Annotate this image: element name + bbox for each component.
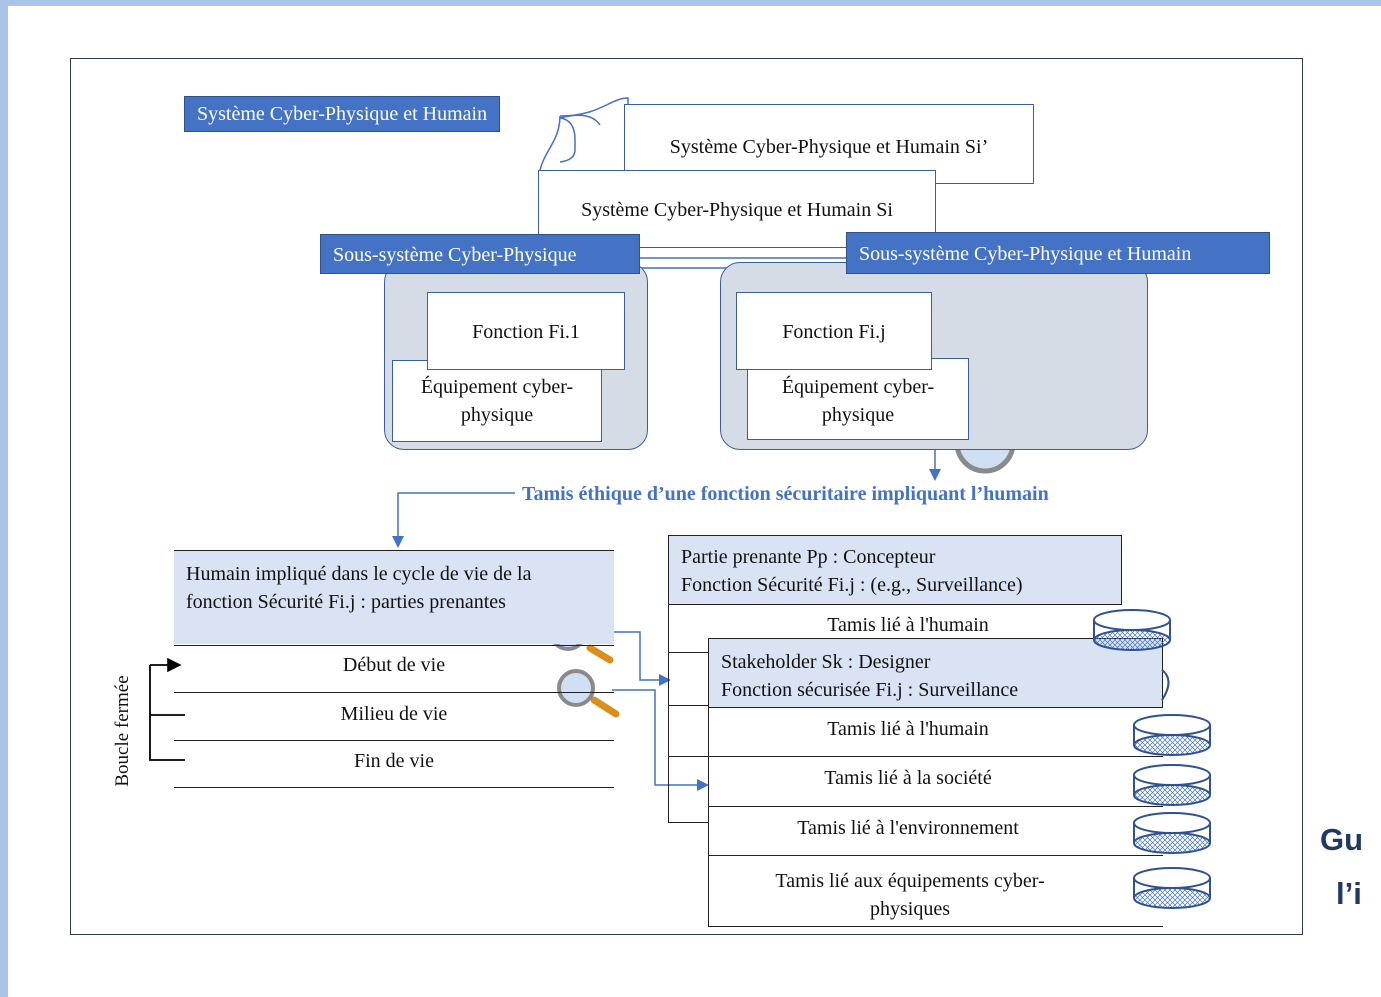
function-1: Fonction Fi.1 — [427, 292, 625, 370]
system-label: Système Cyber-Physique et Humain — [184, 96, 501, 132]
sieve-icon — [1133, 867, 1211, 909]
stakeholder-front-line — [708, 926, 1163, 927]
subsystem-cp-label: Sous-système Cyber-Physique — [320, 234, 640, 274]
sieve-icon — [1133, 714, 1211, 756]
lifecycle-row: Milieu de vie — [340, 703, 448, 725]
magnifier-icon-small-2 — [557, 669, 620, 718]
cut-title-line1: Gu — [1320, 822, 1364, 857]
sieve-icon — [1093, 609, 1171, 651]
function-j: Fonction Fi.j — [736, 292, 932, 370]
stakeholder-back-row: Tamis lié à l'humain — [827, 614, 989, 636]
diagram-frame — [70, 58, 1303, 935]
stakeholder-back-line1: Partie prenante Pp : Concepteur — [681, 546, 936, 568]
stakeholder-front-line2: Fonction sécurisée Fi.j : Surveillance — [721, 679, 1019, 701]
lifecycle-header: Humain impliqué dans le cycle de vie de … — [174, 550, 614, 644]
stakeholder-front-line — [708, 806, 1163, 807]
stakeholder-front-header: Stakeholder Sk : Designer Fonction sécur… — [708, 638, 1163, 708]
sieve-icon — [1133, 812, 1211, 854]
lifecycle-line-3 — [174, 740, 614, 741]
stakeholder-front-row: Tamis lié à l'humain — [827, 718, 989, 740]
stakeholder-back-left — [668, 605, 669, 823]
stakeholder-front-line — [708, 756, 1163, 757]
sieve-icon — [1133, 764, 1211, 806]
sieve-title: Tamis éthique d’une fonction sécuritaire… — [522, 483, 1049, 505]
equipment-1: Équipement cyber-physique — [392, 360, 602, 442]
stakeholder-front-row: Tamis lié à la société — [824, 767, 992, 789]
lifecycle-line-2 — [174, 692, 614, 693]
subsystem-cph-label: Sous-système Cyber-Physique et Humain — [846, 232, 1270, 274]
stakeholder-front-line — [708, 855, 1163, 856]
stakeholder-back-header: Partie prenante Pp : Concepteur Fonction… — [668, 535, 1122, 605]
stakeholder-front-row: Tamis lié à l'environnement — [797, 817, 1019, 839]
stakeholder-back-line2: Fonction Sécurité Fi.j : (e.g., Surveill… — [681, 574, 1023, 596]
sieve-icon — [1161, 669, 1170, 701]
lifecycle-line-4 — [174, 787, 614, 788]
stakeholder-front-left — [708, 708, 709, 926]
stakeholder-back-tick — [668, 756, 708, 757]
cut-title-line2: l’i — [1336, 876, 1362, 911]
lifecycle-row: Fin de vie — [354, 750, 434, 772]
equipment-j: Équipement cyber-physique — [747, 358, 969, 440]
stakeholder-front-line1: Stakeholder Sk : Designer — [721, 651, 931, 673]
stakeholder-back-tick — [668, 705, 708, 706]
stakeholder-back-bottom — [668, 822, 708, 823]
lifecycle-line-1 — [174, 645, 614, 646]
lifecycle-top-line — [174, 550, 614, 551]
lifecycle-row: Début de vie — [342, 654, 446, 676]
stakeholder-front-row: Tamis lié aux équipements cyber-physique… — [775, 870, 1045, 920]
